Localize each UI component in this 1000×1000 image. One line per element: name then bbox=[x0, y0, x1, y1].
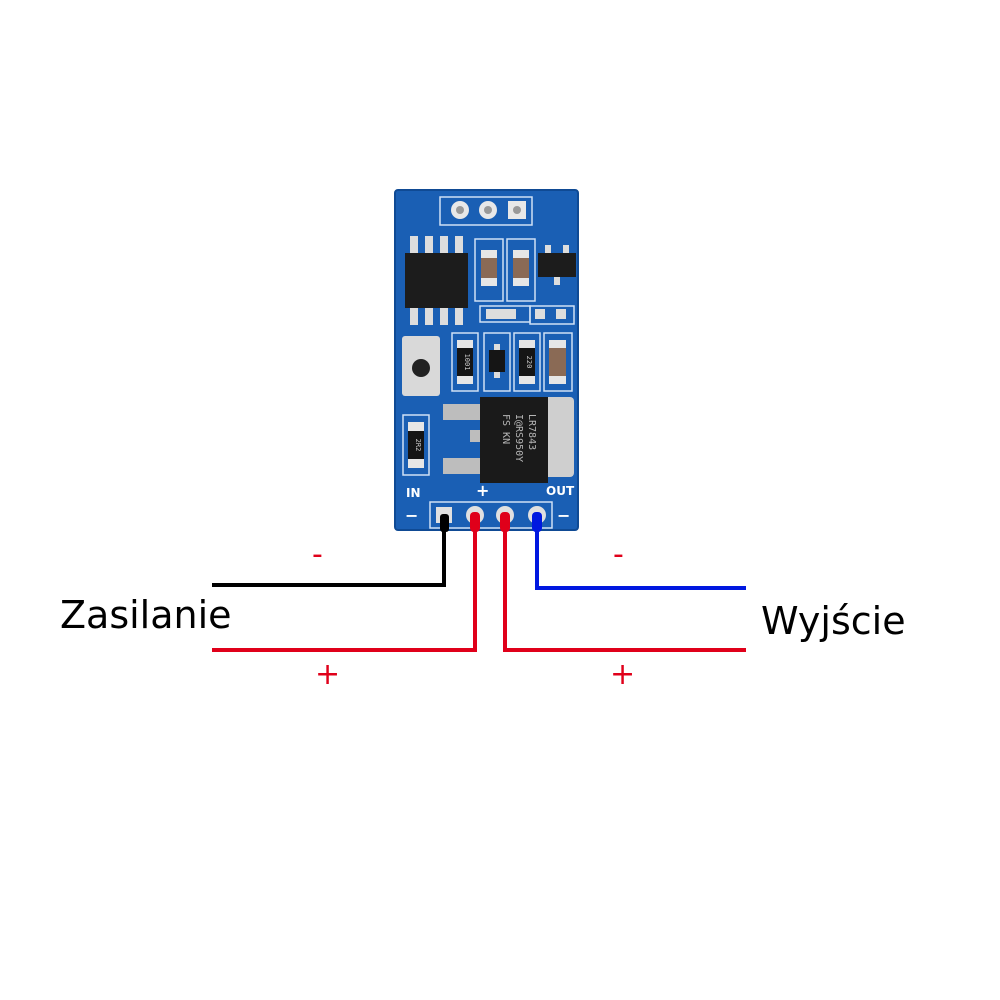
regulator-marking-2: I@RS950Y bbox=[513, 414, 524, 462]
wire-output-positive bbox=[503, 518, 746, 652]
silkscreen-out: OUT bbox=[546, 484, 575, 498]
output-label: Wyjście bbox=[761, 599, 906, 643]
input-positive-sign: + bbox=[315, 657, 341, 692]
wire-input-negative bbox=[212, 518, 446, 587]
output-positive-sign: + bbox=[610, 657, 636, 692]
wire-output-negative bbox=[535, 518, 746, 590]
input-negative-sign: - bbox=[312, 537, 323, 572]
input-label: Zasilanie bbox=[60, 593, 232, 637]
resistor-1-marking: 1001 bbox=[463, 354, 471, 371]
resistor-3-marking: 2R2 bbox=[414, 439, 422, 452]
voltage-regulator: LR7843 I@RS950Y FS KN bbox=[443, 397, 574, 483]
silkscreen-in: IN bbox=[406, 486, 421, 500]
regulator-marking-3: FS KN bbox=[500, 414, 511, 444]
output-negative-sign: - bbox=[613, 537, 624, 572]
wire-input-positive bbox=[212, 518, 477, 652]
pcb-module: 1001 220 2R2 bbox=[394, 189, 579, 532]
push-button bbox=[402, 336, 440, 396]
silkscreen-minus-left: − bbox=[405, 506, 418, 525]
resistor-2-marking: 220 bbox=[525, 356, 533, 369]
regulator-marking-1: LR7843 bbox=[526, 414, 537, 450]
ic-chip bbox=[405, 236, 468, 325]
silkscreen-plus: + bbox=[476, 481, 489, 500]
silkscreen-minus-right: − bbox=[557, 506, 570, 525]
